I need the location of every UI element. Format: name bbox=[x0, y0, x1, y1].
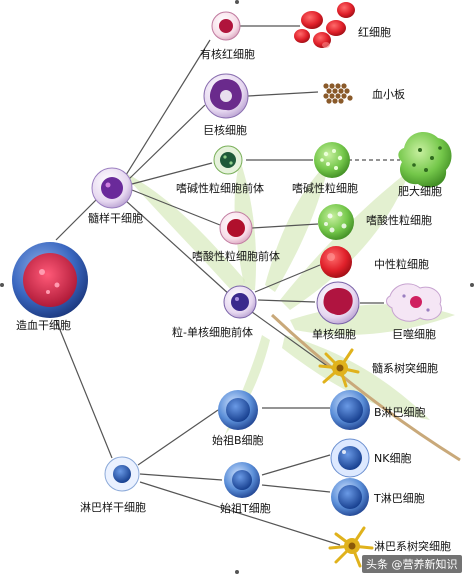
label-basophil: 嗜碱性粒细胞 bbox=[292, 182, 358, 195]
eosinophil-precursor-cell bbox=[219, 211, 253, 245]
label-lymphoid-stem: 淋巴样干细胞 bbox=[80, 501, 146, 514]
label-monocyte: 单核细胞 bbox=[312, 328, 356, 341]
label-gm-precursor: 粒-单核细胞前体 bbox=[172, 326, 253, 339]
basophil-cell bbox=[314, 142, 350, 178]
lymphoid-stem-cell bbox=[104, 456, 140, 492]
mast-cell bbox=[398, 132, 452, 188]
gm-precursor-cell bbox=[223, 285, 257, 319]
eosinophil-cell bbox=[318, 204, 354, 240]
neutrophil-cell bbox=[320, 246, 352, 278]
label-rbc: 红细胞 bbox=[358, 26, 391, 39]
label-b-cell: B淋巴细胞 bbox=[374, 406, 426, 419]
label-nk-cell: NK细胞 bbox=[374, 452, 412, 465]
label-myeloid-dc: 髓系树突细胞 bbox=[372, 362, 438, 375]
label-t-cell: T淋巴细胞 bbox=[374, 492, 425, 505]
leaf-lobe-top bbox=[265, 160, 330, 292]
label-pro-b: 始祖B细胞 bbox=[212, 434, 264, 447]
label-megakaryocyte: 巨核细胞 bbox=[203, 124, 247, 137]
leaf-stem bbox=[270, 313, 461, 462]
label-eosinophil-precursor: 嗜酸性粒细胞前体 bbox=[192, 250, 280, 263]
watermark: 头条 @营养新知识 bbox=[362, 555, 462, 573]
lymphoid-dc-cell bbox=[328, 526, 374, 568]
label-macrophage: 巨噬细胞 bbox=[392, 328, 436, 341]
label-mast-cell: 肥大细胞 bbox=[398, 185, 442, 198]
nk-cell bbox=[330, 438, 370, 478]
connection-lines bbox=[55, 25, 400, 546]
label-lymphoid-dc: 淋巴系树突细胞 bbox=[374, 540, 451, 553]
monocyte-cell bbox=[316, 281, 360, 325]
myeloid-stem-cell bbox=[91, 167, 133, 209]
rbc-cluster bbox=[294, 2, 355, 48]
label-hsc: 造血干细胞 bbox=[16, 319, 71, 332]
b-cell bbox=[330, 390, 370, 430]
pro-t-cell bbox=[224, 462, 260, 498]
pro-b-cell bbox=[218, 390, 258, 430]
nucleated-rbc-cell bbox=[211, 11, 241, 41]
basophil-precursor-cell bbox=[213, 145, 243, 175]
label-myeloid-stem: 髓样干细胞 bbox=[88, 212, 143, 225]
label-neutrophil: 中性粒细胞 bbox=[374, 258, 429, 271]
hsc-cell bbox=[12, 242, 88, 318]
leaf-lobe-left bbox=[120, 170, 245, 300]
leaf-lobe-upper-right bbox=[280, 170, 410, 310]
label-eosinophil: 嗜酸性粒细胞 bbox=[366, 214, 432, 227]
macrophage-cell bbox=[386, 283, 442, 322]
t-cell bbox=[331, 478, 369, 516]
platelet-cluster bbox=[323, 83, 353, 104]
megakaryocyte-cell bbox=[203, 73, 249, 119]
label-pro-t: 始祖T细胞 bbox=[220, 502, 271, 515]
myeloid-dc-cell bbox=[318, 348, 360, 388]
label-nucleated-rbc: 有核红细胞 bbox=[200, 48, 255, 61]
label-basophil-precursor: 嗜碱性粒细胞前体 bbox=[176, 182, 264, 195]
label-platelet: 血小板 bbox=[372, 88, 405, 101]
